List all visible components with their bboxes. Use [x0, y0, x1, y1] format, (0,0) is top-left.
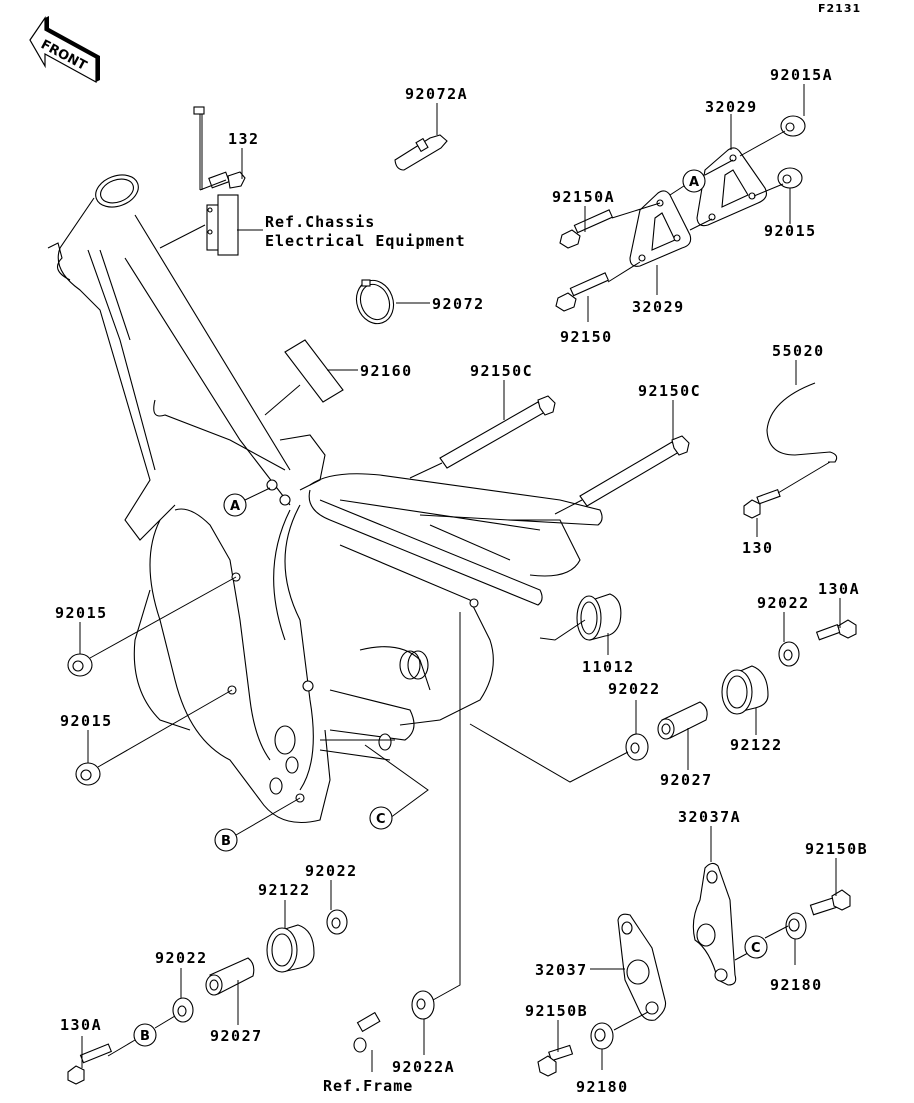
washer-92180-right-drawing: [785, 912, 807, 940]
washer-92022A-drawing: [411, 990, 435, 1020]
nut-92015-top-drawing: [777, 167, 803, 189]
band-92072-drawing: [355, 279, 395, 325]
washer-92022-low-left-drawing: [172, 997, 194, 1023]
part-label-92150C-left: 92150C: [470, 362, 533, 380]
washer-92022-low-right-drawing: [326, 909, 348, 935]
washer-92180-left-drawing: [590, 1022, 614, 1050]
diagram-code: F2131: [818, 2, 861, 15]
bolt-132-drawing: [208, 171, 246, 189]
part-label-92022-low-left: 92022: [155, 949, 208, 967]
part-label-130: 130: [742, 539, 774, 557]
part-label-92015-top: 92015: [764, 222, 817, 240]
plates-32029-drawing: [629, 147, 767, 267]
ref-frame-label: Ref.Frame: [323, 1077, 413, 1095]
part-label-32029-bottom: 32029: [632, 298, 685, 316]
callout-a-frame: [223, 493, 247, 517]
ref-chassis-label: Ref.Chassis: [265, 213, 375, 231]
frame-bolt-drawing: [353, 1011, 381, 1053]
svg-text:B: B: [221, 834, 231, 849]
bolt-130A-left-drawing: [67, 1043, 113, 1085]
front-arrow-icon: FRONT: [29, 16, 100, 84]
part-label-92022-low-right: 92022: [305, 862, 358, 880]
callout-b-frame: [214, 828, 238, 852]
part-label-92150: 92150: [560, 328, 613, 346]
part-label-92180-left: 92180: [576, 1078, 629, 1096]
collar-92122-left-drawing: [266, 924, 315, 973]
frame-drawing: [47, 174, 603, 824]
svg-text:A: A: [689, 175, 699, 190]
part-label-92122-left: 92122: [258, 881, 311, 899]
bracket-32037-drawing: [617, 913, 667, 1021]
bolt-92150C-left-drawing: [439, 395, 556, 469]
part-label-92015A: 92015A: [770, 66, 833, 84]
bolt-92150C-right-drawing: [579, 435, 690, 507]
part-label-92150B-left: 92150B: [525, 1002, 588, 1020]
bolt-92150A-drawing: [559, 209, 614, 249]
part-label-92022-mid: 92022: [608, 680, 661, 698]
part-label-132: 132: [228, 130, 260, 148]
bracket-32037A-drawing: [692, 862, 737, 986]
part-label-55020: 55020: [772, 342, 825, 360]
callout-a-top: [682, 169, 706, 193]
part-label-11012: 11012: [582, 658, 635, 676]
svg-text:C: C: [751, 941, 761, 956]
ref-electrical-label: Electrical Equipment: [265, 232, 466, 250]
collar-11012-drawing: [576, 593, 622, 641]
part-label-130A-left: 130A: [60, 1016, 102, 1034]
nut-92015-low-drawing: [75, 762, 101, 786]
spacer-92027-left-drawing: [205, 957, 255, 996]
part-label-92150C-right: 92150C: [638, 382, 701, 400]
part-label-92150A: 92150A: [552, 188, 615, 206]
part-label-130A-right: 130A: [818, 580, 860, 598]
pad-92160-drawing: [284, 339, 344, 403]
bolt-92150-drawing: [555, 272, 610, 312]
part-label-92027-right: 92027: [660, 771, 713, 789]
part-label-92160: 92160: [360, 362, 413, 380]
part-label-92180-right: 92180: [770, 976, 823, 994]
electrical-unit-drawing: [193, 106, 239, 256]
bolt-92150B-left-drawing: [537, 1044, 574, 1077]
part-label-32037: 32037: [535, 961, 588, 979]
part-label-92122-right: 92122: [730, 736, 783, 754]
bolt-92150B-right-drawing: [809, 889, 851, 916]
part-label-32037A: 32037A: [678, 808, 741, 826]
nut-92015-mid-drawing: [67, 653, 93, 677]
svg-text:C: C: [376, 812, 386, 827]
collar-92122-right-drawing: [721, 665, 769, 715]
callout-b-bolt: [133, 1023, 157, 1047]
svg-text:B: B: [140, 1029, 150, 1044]
part-label-92015-low: 92015: [60, 712, 113, 730]
part-label-92027-left: 92027: [210, 1027, 263, 1045]
callout-c-frame: [369, 806, 393, 830]
clamp-92072A-drawing: [394, 134, 448, 171]
washer-92022-right-drawing: [778, 641, 800, 667]
washer-92022-mid-drawing: [625, 733, 649, 761]
part-label-92022-right: 92022: [757, 594, 810, 612]
bolt-130-drawing: [743, 488, 781, 519]
bolt-130A-right-drawing: [815, 619, 857, 641]
part-label-92015-mid: 92015: [55, 604, 108, 622]
spacer-92027-right-drawing: [657, 701, 708, 740]
part-label-92072A: 92072A: [405, 85, 468, 103]
part-label-92150B-right: 92150B: [805, 840, 868, 858]
svg-text:A: A: [230, 499, 240, 514]
part-label-92072: 92072: [432, 295, 485, 313]
nut-92015A-drawing: [780, 115, 806, 137]
part-label-92022A: 92022A: [392, 1058, 455, 1076]
rod-55020-drawing: [766, 382, 838, 463]
part-label-32029-top: 32029: [705, 98, 758, 116]
callout-c-bracket: [744, 935, 768, 959]
